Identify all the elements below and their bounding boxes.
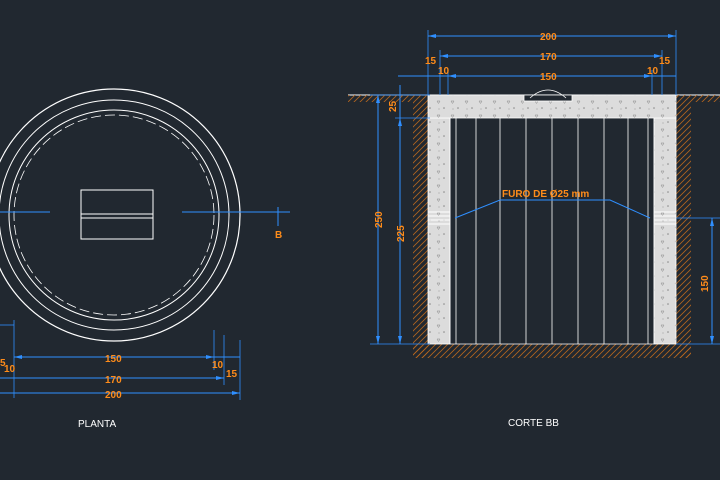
corte-dim-250: 250 [374,211,385,228]
corte-dim-150-side: 150 [700,275,711,292]
chamber-lines [449,118,655,345]
wall-left [427,117,451,345]
dim-10-right: 10 [212,360,224,371]
planta-title: PLANTA [78,419,116,430]
soil-hatch-right [676,102,691,358]
corte-dim-170: 170 [540,52,557,63]
corte-dim-25: 25 [388,100,399,112]
corte-dim-10-right: 10 [647,66,659,77]
hole-left [428,211,450,225]
corte-dim-225: 225 [396,225,407,242]
corte-dim-15-left: 15 [425,56,437,67]
section-marker: B [275,230,282,241]
corte-view: FURO DE Ø25 mm 200 170 150 15 10 10 15 [348,30,720,429]
dim-10-left: 10 [4,364,16,375]
soil-hatch-left [413,102,428,358]
wall-right [653,117,677,345]
outer-ring-inner-edge [0,99,230,331]
dim-170: 170 [105,375,122,386]
corte-dim-10-left: 10 [438,66,450,77]
corte-dim-150: 150 [540,72,557,83]
dim-15-right: 15 [226,369,238,380]
corte-dim-200: 200 [540,32,557,43]
dim-5: 5 [0,358,6,369]
soil-hatch-bottom [413,344,691,358]
planta-view: B 150 170 200 5 10 10 15 PLANTA [0,88,290,430]
corte-dim-15-right: 15 [659,56,671,67]
corte-title: CORTE BB [508,418,559,429]
inner-ring [8,109,220,321]
hole-right [654,211,676,225]
inner-ring-dashed [13,114,215,316]
lid-handle-slot [523,94,573,102]
outer-ring [0,88,241,342]
dim-200: 200 [105,390,122,401]
hole-leader [454,199,651,219]
hole-label: FURO DE Ø25 mm [502,189,589,200]
ground-hatch-top-right [676,95,720,102]
dim-150: 150 [105,354,122,365]
ground-hatch-top-left [348,95,428,102]
